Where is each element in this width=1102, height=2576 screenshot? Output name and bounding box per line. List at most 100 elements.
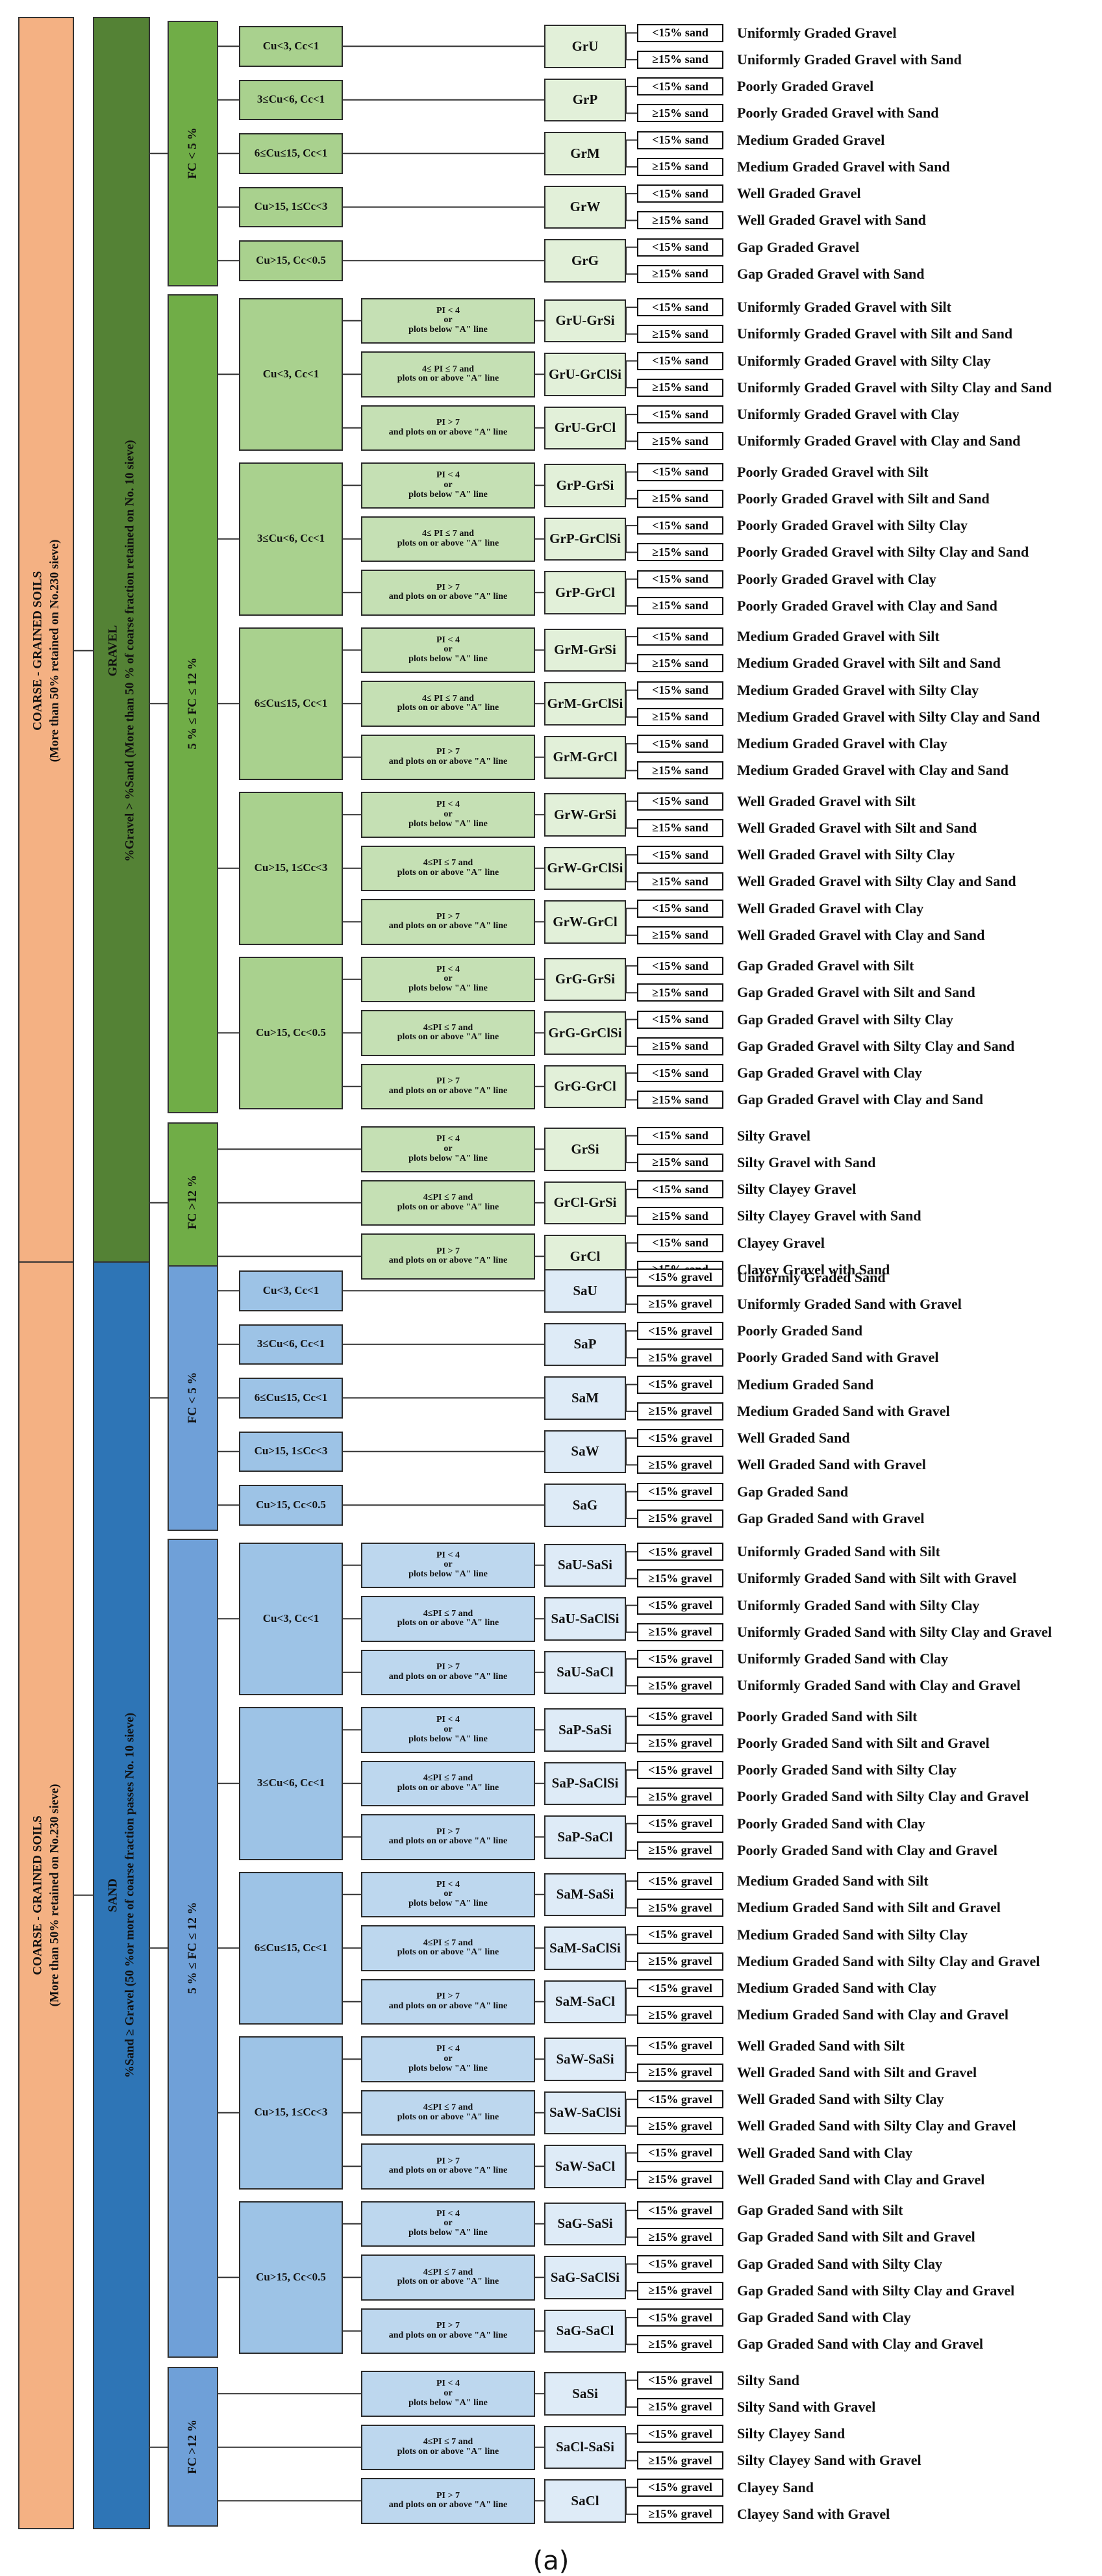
- fraction-label: ≥15% gravel: [637, 2335, 723, 2354]
- fraction-label: <15% gravel: [637, 1814, 723, 1833]
- plasticity-text: plots on or above "A" line: [397, 1202, 499, 1212]
- fraction-label: ≥15% gravel: [637, 2505, 723, 2523]
- gradation-condition-box: Cu>15, 1≤Cc<3: [239, 2036, 343, 2190]
- soil-code-box: SaU-SaClSi: [544, 1597, 626, 1641]
- fraction-label: ≥15% sand: [637, 707, 723, 726]
- soil-code-box: GrW-GrSi: [544, 793, 626, 837]
- plasticity-text: and plots on or above "A" line: [388, 592, 508, 602]
- soil-name: Gap Graded Gravel: [737, 238, 860, 255]
- plasticity-text: or: [444, 1143, 453, 1154]
- plasticity-text: 4≤PI ≤ 7 and: [423, 2267, 473, 2277]
- plasticity-text: plots below "A" line: [408, 1899, 488, 1909]
- soil-name: Uniformly Graded Gravel with Silty Clay …: [737, 379, 1052, 396]
- soil-name: Silty Gravel: [737, 1127, 811, 1144]
- plasticity-text: or: [444, 809, 453, 819]
- fraction-label: <15% gravel: [637, 2371, 723, 2390]
- soil-name: Gap Graded Gravel with Clay: [737, 1065, 922, 1081]
- plasticity-text: PI < 4: [436, 1715, 460, 1725]
- fraction-label: <15% sand: [637, 462, 723, 481]
- gradation-condition-box: 6≤Cu≤15, Cc<1: [239, 133, 343, 174]
- gravel-coarse-column-label-line: (More than 50% retained on No.230 sieve): [47, 539, 61, 763]
- fraction-label: ≥15% sand: [637, 818, 723, 837]
- fraction-label: ≥15% gravel: [637, 2397, 723, 2416]
- soil-code-box: SaU-SaSi: [544, 1543, 626, 1587]
- plasticity-text: or: [444, 2053, 453, 2064]
- soil-code-box: SaW-SaCl: [544, 2145, 626, 2188]
- soil-code-box: GrU: [544, 25, 626, 68]
- sand-group-column: SAND%Sand ≥ Gravel (50 %or more of coars…: [93, 1261, 150, 2529]
- soil-name: Well Graded Sand with Silt and Gravel: [737, 2064, 977, 2080]
- soil-name: Medium Graded Gravel with Silt and Sand: [737, 655, 1001, 672]
- fc-mid-column-label: 5 % ≤ FC ≤ 12 %: [184, 1902, 201, 1994]
- plasticity-text: 4≤PI ≤ 7 and: [423, 1608, 473, 1619]
- soil-name: Uniformly Graded Sand with Clay and Grav…: [737, 1677, 1021, 1694]
- gradation-condition-box: Cu>15, 1≤Cc<3: [239, 1431, 343, 1472]
- soil-code-box: SaW: [544, 1430, 626, 1473]
- gradation-condition-box: Cu<3, Cc<1: [239, 1542, 343, 1695]
- fraction-label: <15% gravel: [637, 1322, 723, 1341]
- soil-name: Medium Graded Sand with Silty Clay and G…: [737, 1952, 1040, 1969]
- soil-name: Medium Graded Gravel with Sand: [737, 158, 950, 175]
- soil-name: Poorly Graded Gravel with Silt and Sand: [737, 490, 990, 507]
- fraction-label: <15% gravel: [637, 1429, 723, 1448]
- plasticity-text: plots below "A" line: [408, 2397, 488, 2408]
- fraction-label: ≥15% sand: [637, 378, 723, 397]
- soil-name: Clayey Sand: [737, 2479, 814, 2495]
- soil-name: Silty Sand: [737, 2371, 799, 2388]
- fraction-label: <15% gravel: [637, 2090, 723, 2109]
- plasticity-text: PI > 7: [436, 2156, 460, 2166]
- fraction-label: <15% sand: [637, 184, 723, 203]
- plasticity-text: or: [444, 974, 453, 984]
- fc-high-column-label-line: FC >12 %: [186, 1174, 200, 1230]
- plasticity-text: plots on or above "A" line: [397, 538, 499, 548]
- fraction-label: ≥15% gravel: [637, 2170, 723, 2189]
- gradation-condition-box: Cu<3, Cc<1: [239, 1270, 343, 1311]
- soil-code-box: GrM-GrSi: [544, 628, 626, 672]
- soil-name: Gap Graded Sand: [737, 1483, 849, 1500]
- gravel-coarse-column-label: COARSE - GRAINED SOILS(More than 50% ret…: [29, 539, 62, 762]
- soil-name: Poorly Graded Sand with Clay: [737, 1815, 925, 1832]
- soil-code-box: GrSi: [544, 1128, 626, 1171]
- fc-mid-column-label-line: 5 % ≤ FC ≤ 12 %: [186, 1902, 200, 1994]
- soil-name: Clayey Gravel: [737, 1234, 825, 1251]
- soil-name: Poorly Graded Sand with Silty Clay: [737, 1762, 957, 1778]
- soil-name: Gap Graded Gravel with Silt: [737, 957, 914, 974]
- plasticity-text: PI > 7: [436, 747, 460, 757]
- soil-code-box: GrG-GrClSi: [544, 1011, 626, 1055]
- gradation-condition-box: Cu>15, 1≤Cc<3: [239, 792, 343, 945]
- fraction-label: ≥15% gravel: [637, 1952, 723, 1971]
- soil-name: Uniformly Graded Gravel with Sand: [737, 51, 962, 68]
- soil-code-box: SaU: [544, 1269, 626, 1313]
- fraction-label: <15% sand: [637, 351, 723, 370]
- soil-name: Clayey Gravel with Sand: [737, 1261, 890, 1278]
- gradation-condition-box: 3≤Cu<6, Cc<1: [239, 1324, 343, 1365]
- fraction-label: ≥15% gravel: [637, 1294, 723, 1313]
- soil-name: Well Graded Sand: [737, 1430, 850, 1446]
- soil-name: Poorly Graded Sand with Silt: [737, 1708, 918, 1724]
- fraction-label: ≥15% sand: [637, 654, 723, 673]
- plasticity-text: plots on or above "A" line: [397, 2112, 499, 2122]
- fraction-label: ≥15% sand: [637, 543, 723, 562]
- plasticity-text: and plots on or above "A" line: [388, 427, 508, 437]
- plasticity-text: PI < 4: [436, 470, 460, 481]
- fc-high-column-label: FC >12 %: [184, 2419, 201, 2474]
- fraction-label: ≥15% sand: [637, 325, 723, 344]
- sand-group-column-label-line: SAND: [106, 1878, 120, 1912]
- plasticity-text: plots below "A" line: [408, 1734, 488, 1744]
- soil-code-box: GrU-GrClSi: [544, 353, 626, 396]
- plasticity-text: 4≤PI ≤ 7 and: [423, 2102, 473, 2113]
- fraction-label: <15% sand: [637, 681, 723, 700]
- plasticity-text: plots on or above "A" line: [397, 373, 499, 384]
- plasticity-text: plots below "A" line: [408, 1153, 488, 1163]
- soil-name: Silty Clayey Sand with Gravel: [737, 2452, 921, 2469]
